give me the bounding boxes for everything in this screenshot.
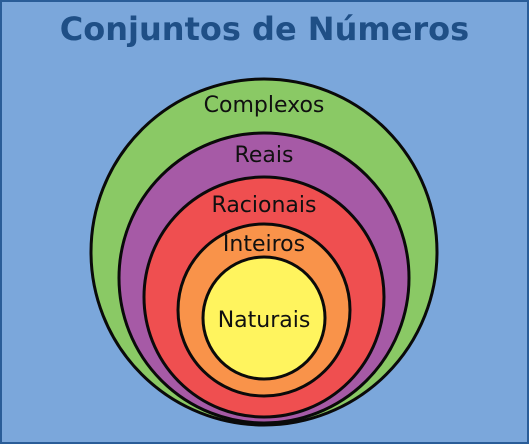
set-label-naturais: Naturais [218, 308, 311, 333]
set-label-reais: Reais [235, 143, 294, 168]
set-label-complexos: Complexos [204, 93, 325, 118]
page-title: Conjuntos de Números [59, 10, 470, 48]
set-label-racionais: Racionais [212, 193, 317, 218]
set-circle-naturais [201, 255, 327, 381]
set-label-inteiros: Inteiros [223, 232, 305, 257]
